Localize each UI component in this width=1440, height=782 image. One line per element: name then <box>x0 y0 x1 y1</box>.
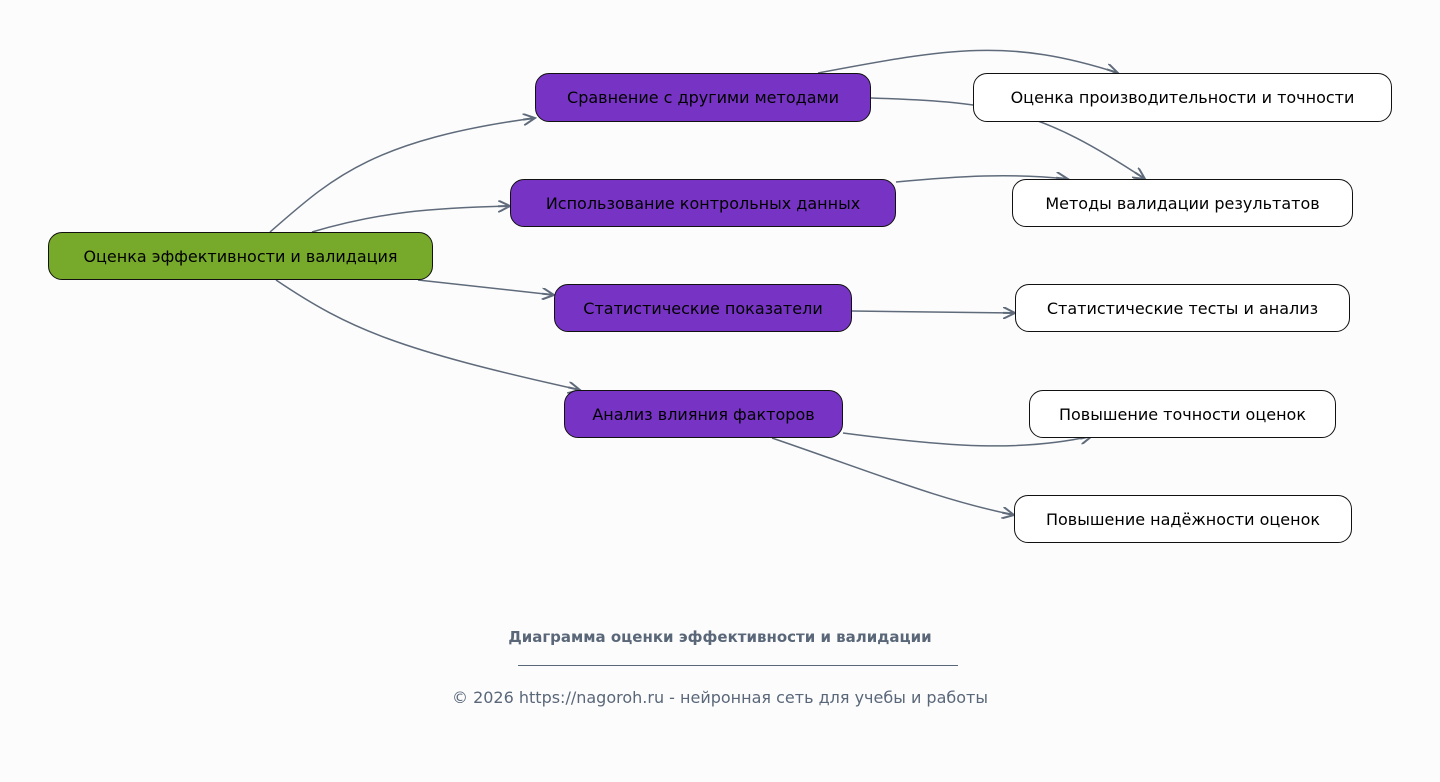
node-leaf-accuracy: Повышение точности оценок <box>1029 390 1336 438</box>
copyright-text: © 2026 https://nagoroh.ru - нейронная се… <box>451 688 988 707</box>
diagram-title: Диаграмма оценки эффективности и валидац… <box>508 628 932 646</box>
node-leaf-performance: Оценка производительности и точности <box>973 73 1392 122</box>
edge-stats-tests <box>851 311 1015 313</box>
edge-root-factors <box>275 279 580 390</box>
node-branch-control-data: Использование контрольных данных <box>510 179 896 227</box>
node-root: Оценка эффективности и валидация <box>48 232 433 280</box>
edge-factors-accuracy <box>842 433 1092 447</box>
edge-root-control <box>311 206 510 233</box>
divider <box>518 665 958 666</box>
edge-factors-reliability <box>771 437 1014 515</box>
edge-compare-performance <box>817 49 1118 73</box>
node-branch-compare: Сравнение с другими методами <box>535 73 871 122</box>
node-branch-statistics: Статистические показатели <box>554 284 852 332</box>
node-branch-factors: Анализ влияния факторов <box>564 390 843 438</box>
node-leaf-tests: Статистические тесты и анализ <box>1015 284 1350 332</box>
edge-control-validation <box>895 176 1068 182</box>
node-leaf-validation: Методы валидации результатов <box>1012 179 1353 227</box>
node-leaf-reliability: Повышение надёжности оценок <box>1014 495 1352 543</box>
edge-root-compare <box>269 118 535 233</box>
edge-root-stats <box>417 279 554 295</box>
